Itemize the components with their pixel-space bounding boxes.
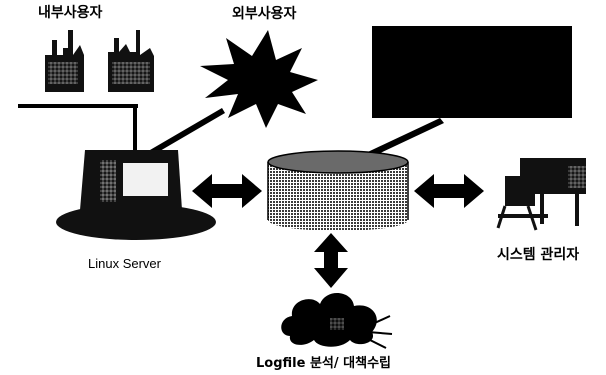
linux-server-label: Linux Server bbox=[88, 257, 161, 270]
connector-line bbox=[133, 104, 137, 154]
double-arrow bbox=[314, 233, 348, 288]
cloud-person-icon bbox=[281, 293, 392, 348]
connector-line bbox=[150, 108, 225, 155]
double-arrow bbox=[414, 174, 484, 208]
sys-admin-label: 시스템 관리자 bbox=[497, 248, 579, 262]
double-arrow bbox=[192, 174, 262, 208]
factory-building-icon bbox=[45, 30, 154, 92]
internal-users-label: 내부사용자 bbox=[38, 6, 102, 20]
monitor-screen-block bbox=[372, 26, 572, 118]
computer-terminal-icon bbox=[56, 150, 216, 240]
external-users-label: 외부사용자 bbox=[232, 7, 296, 21]
desk-chair-icon bbox=[498, 158, 586, 230]
connector-line bbox=[18, 104, 138, 108]
logfile-label: Logfile 분석/ 대책수립 bbox=[256, 357, 391, 370]
database-cylinder-icon bbox=[268, 151, 408, 231]
